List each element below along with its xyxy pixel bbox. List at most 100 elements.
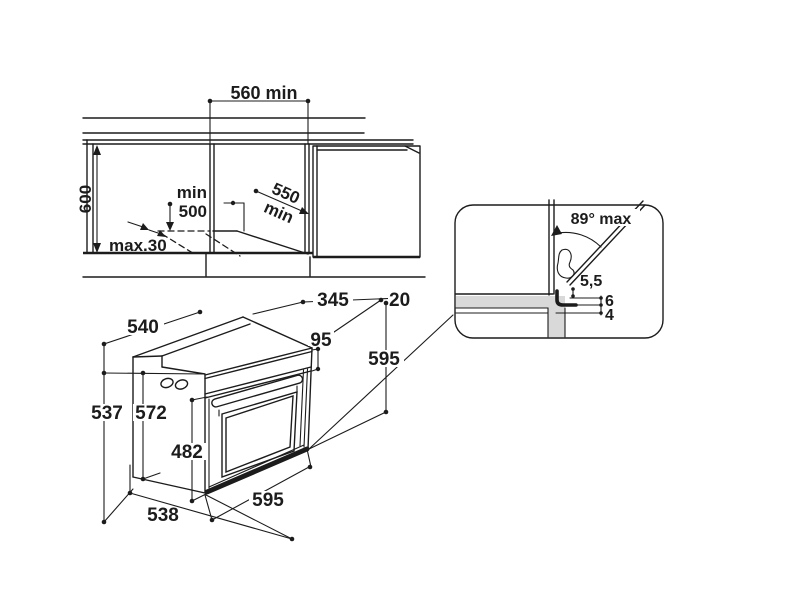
cabinet-section-view: 560 min 600 min 500 max.30 550 min: [76, 83, 426, 278]
dim-550-line: [255, 190, 303, 212]
dim-537-bg: [90, 404, 123, 421]
angle-label-bg: [562, 209, 640, 226]
dim-55-dot-top: [571, 287, 575, 291]
dim-482-dot-top: [189, 397, 195, 403]
dashed-ramp-right: [205, 233, 241, 257]
dim-595r-dot-bottom: [383, 409, 389, 415]
dim-control-panel-height-label: 95: [310, 330, 332, 351]
dim-height-right-label: 595: [368, 349, 400, 370]
dim-540-bg: [122, 318, 164, 335]
oven-knob-right: [174, 379, 189, 390]
dim-538-dot-right: [289, 536, 295, 542]
door-angle-label: 89° max: [571, 211, 632, 228]
dim-537-ext-bottom: [103, 488, 134, 523]
dim-20-bg: [388, 292, 412, 306]
dim-537-dot-top: [101, 370, 107, 376]
dim-body-depth-label: 538: [147, 505, 179, 526]
tall-unit-outline: [312, 145, 421, 258]
dim-572-bg: [133, 404, 169, 421]
angle-arc: [557, 231, 602, 248]
dim-572-ext-bottom: [142, 472, 161, 480]
dim-560-dot-right: [305, 98, 311, 104]
dim-front-width-label: 595: [252, 490, 284, 511]
top-step-line: [161, 323, 251, 357]
dim-cabinet-height-label: 600: [76, 185, 95, 213]
gap-dot-mid: [599, 303, 603, 307]
dim-rear-height-label: 537: [91, 403, 123, 424]
dim-482-dot-bottom: [189, 498, 195, 504]
worktop-cross-section: [456, 296, 548, 308]
oven-3d-view: 540 537 572 482 345 20: [90, 290, 454, 542]
dim-600-arrow-bottom: [93, 243, 101, 253]
dim-max30-label: max.30: [109, 236, 167, 255]
dim-55-dot-bottom: [571, 294, 575, 298]
dim-max30-arrow1: [140, 223, 149, 230]
dim-top-rear-width-label: 345: [317, 290, 349, 311]
dim-538-ext-right: [205, 494, 293, 540]
dim-95-bg: [308, 331, 334, 346]
dim-max30-leader2: [148, 229, 159, 234]
gap4-dot-bottom: [599, 311, 603, 315]
dim-538-line: [129, 492, 293, 540]
dim-595b-dot-left: [209, 517, 215, 523]
dim-345-dot-left: [300, 299, 306, 305]
side-top-front-edge: [161, 366, 206, 375]
gap6-dot-top: [599, 296, 603, 300]
dim-left-ext-top: [103, 372, 206, 375]
dim-top-rear-offset-label: 20: [389, 290, 410, 311]
front-top-edge: [204, 347, 313, 376]
corner-detail-view: 89° max 5,5 6 4: [454, 199, 664, 339]
dim-572-dot-top: [140, 370, 146, 376]
dim-572-dot-bottom: [140, 476, 146, 482]
angle-arc-arrow: [551, 225, 562, 236]
dim-95-dot-top: [315, 346, 321, 352]
side-top-back-edge: [132, 355, 163, 358]
dim-345-dot-right: [378, 297, 384, 303]
door-bottom-band: [204, 446, 310, 495]
detail-view-border: [454, 204, 664, 339]
dim-595r-bg: [364, 350, 404, 367]
dim-595r-dot-top: [383, 300, 389, 306]
dashed-ramp-left: [161, 233, 197, 256]
dim-niche-width-label: 560 min: [230, 83, 297, 103]
door-bottom-trim: [208, 444, 305, 488]
dim-345-ext-left: [252, 301, 304, 315]
gap-lower-label: 4: [605, 307, 614, 324]
dim-95-dot-bottom: [315, 366, 321, 372]
control-strip-bottom-outer: [204, 366, 312, 395]
dim-595b-dot-right: [307, 464, 313, 470]
dim-min-label: min: [177, 183, 207, 202]
detail-callout-line: [308, 314, 454, 450]
door-hinge: [556, 248, 575, 279]
top-back-edge: [132, 316, 244, 358]
door-bottom-hook: [555, 289, 578, 307]
dim-482-ext-bottom: [191, 493, 207, 502]
dim-345-bg: [313, 292, 353, 306]
door-handle: [211, 374, 304, 408]
door-gap-label: 5,5: [580, 273, 602, 290]
door-window-inner: [225, 395, 294, 474]
dim-600-arrow-top: [93, 145, 101, 155]
front-right-edge: [307, 347, 313, 450]
dim-door-glass-height-label: 482: [171, 442, 203, 463]
dim-560-dot-left: [207, 98, 213, 104]
dim-550-arrow: [299, 207, 309, 214]
dim-top-depth-label: 540: [127, 317, 159, 338]
dim-595r-ext-bottom: [308, 411, 387, 450]
dim-max30-leader1: [127, 221, 144, 228]
dim-482-ext-top: [191, 396, 208, 401]
door-right-edge-inner: [299, 369, 305, 447]
oven-knob-left: [160, 377, 174, 389]
dim-595b-bg: [249, 491, 289, 507]
dim-max30-arrow2: [157, 230, 166, 237]
control-strip-bottom-inner: [204, 370, 312, 399]
dim-540-dot-right: [197, 309, 203, 315]
dim-538-dot-left: [127, 490, 133, 496]
niche-floor-front: [236, 230, 309, 255]
front-top-edge-inner: [204, 350, 313, 380]
dim-body-height-label: 572: [135, 403, 167, 424]
door-right-edge-outer: [303, 368, 309, 448]
shelf-reference-dot: [230, 200, 236, 206]
